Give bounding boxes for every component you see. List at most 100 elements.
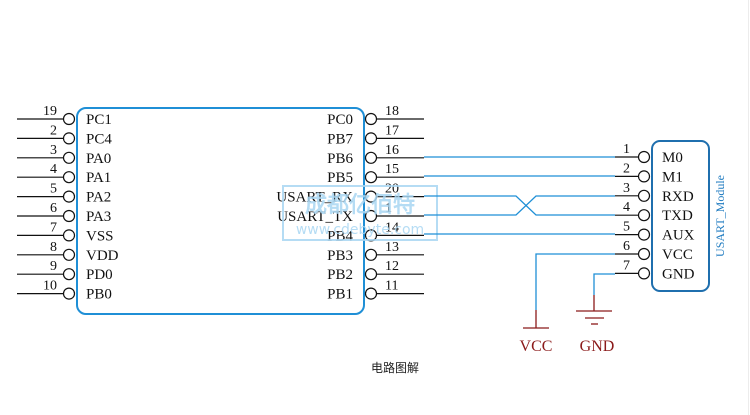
wire-tx-rxd	[424, 195, 615, 216]
pin-number: 1	[623, 142, 630, 157]
pin-number: 13	[385, 240, 399, 255]
pin-label: USART_TX	[277, 209, 353, 225]
pin-label: M1	[662, 169, 683, 185]
module-pin: 2M1	[615, 161, 683, 185]
pin-label: VCC	[662, 247, 693, 263]
pin-bubble	[62, 132, 76, 145]
watermark: 成都亿佰特 www.cdebyte.com	[282, 185, 438, 241]
pin-bubble	[62, 171, 76, 184]
wire-vcc	[535, 253, 615, 310]
pin-label: PA0	[86, 151, 111, 167]
right-edge-line	[748, 0, 749, 415]
pin-bubble	[62, 151, 76, 164]
pin-number: 7	[623, 258, 630, 273]
pin-number: 1	[385, 201, 392, 216]
pin-bubble	[62, 112, 76, 126]
pin-number: 5	[50, 182, 57, 197]
pin-bubble	[62, 248, 76, 261]
pin-number: 2	[50, 123, 57, 138]
usart-module-body	[651, 140, 710, 292]
pin-number: 6	[50, 201, 57, 216]
pin-label: USART_RX	[276, 190, 353, 206]
pin-label: GND	[662, 266, 695, 282]
pin-bubble	[364, 171, 378, 184]
pin-number: 4	[50, 162, 57, 177]
gnd-symbol	[576, 295, 612, 325]
pin-bubble	[364, 287, 378, 300]
module-pin: 1M0	[615, 142, 683, 166]
pin-number: 4	[623, 200, 630, 215]
pin-bubble	[62, 190, 76, 203]
mcu-right-pins: 18PC017PB716PB615PB520USART_RX1USART_TX1…	[276, 104, 424, 303]
pin-label: VDD	[86, 248, 119, 264]
pin-bubble	[364, 209, 378, 223]
pin-label: PA1	[86, 170, 111, 186]
pin-bubble	[62, 229, 76, 242]
pin-label: PB3	[327, 248, 353, 264]
pin-number: 8	[50, 240, 57, 255]
pin-label: PB0	[86, 287, 112, 303]
pin-number: 14	[385, 220, 399, 235]
pin-label: TXD	[662, 208, 693, 224]
pin-label: PA3	[86, 209, 111, 225]
wire-gnd	[593, 273, 615, 295]
pin-number: 3	[50, 143, 57, 158]
pin-bubble	[364, 132, 378, 145]
pin-number: 16	[385, 143, 399, 158]
pin-bubble	[364, 248, 378, 261]
pin-bubble	[364, 190, 378, 203]
pin-bubble	[637, 247, 651, 261]
mcu-left-pins: 19PC12PC43PA04PA15PA26PA37VSS8VDD9PD010P…	[17, 104, 119, 303]
pin-number: 11	[385, 279, 398, 294]
pin-number: 6	[623, 239, 630, 254]
diagram-caption: 电路图解	[371, 360, 419, 375]
pin-bubble	[364, 268, 378, 281]
pin-bubble	[364, 112, 378, 126]
pin-label: PC0	[327, 112, 353, 128]
watermark-url: www.cdebyte.com	[296, 222, 424, 238]
pin-bubble	[637, 267, 651, 280]
pin-label: PD0	[86, 267, 113, 283]
pin-number: 10	[43, 279, 57, 294]
pin-label: RXD	[662, 189, 694, 205]
pin-number: 7	[50, 220, 57, 235]
pin-label: PB7	[327, 131, 353, 147]
watermark-company: 成都亿佰特	[305, 192, 415, 218]
pin-bubble	[62, 209, 76, 223]
pin-number: 3	[623, 181, 630, 196]
pin-bubble	[637, 228, 651, 241]
pin-number: 18	[385, 104, 399, 119]
pin-bubble	[637, 150, 651, 164]
mcu-chip-body	[76, 107, 365, 315]
pin-label: PB6	[327, 151, 353, 167]
pin-bubble	[364, 151, 378, 164]
pin-label: PA2	[86, 190, 111, 206]
pin-label: VSS	[86, 228, 114, 244]
pin-number: 15	[385, 162, 399, 177]
pin-label: PB2	[327, 267, 353, 283]
pin-label: M0	[662, 150, 683, 166]
pin-label: PC1	[86, 112, 112, 128]
pin-bubble	[637, 170, 651, 183]
gnd-label: GND	[580, 338, 615, 355]
